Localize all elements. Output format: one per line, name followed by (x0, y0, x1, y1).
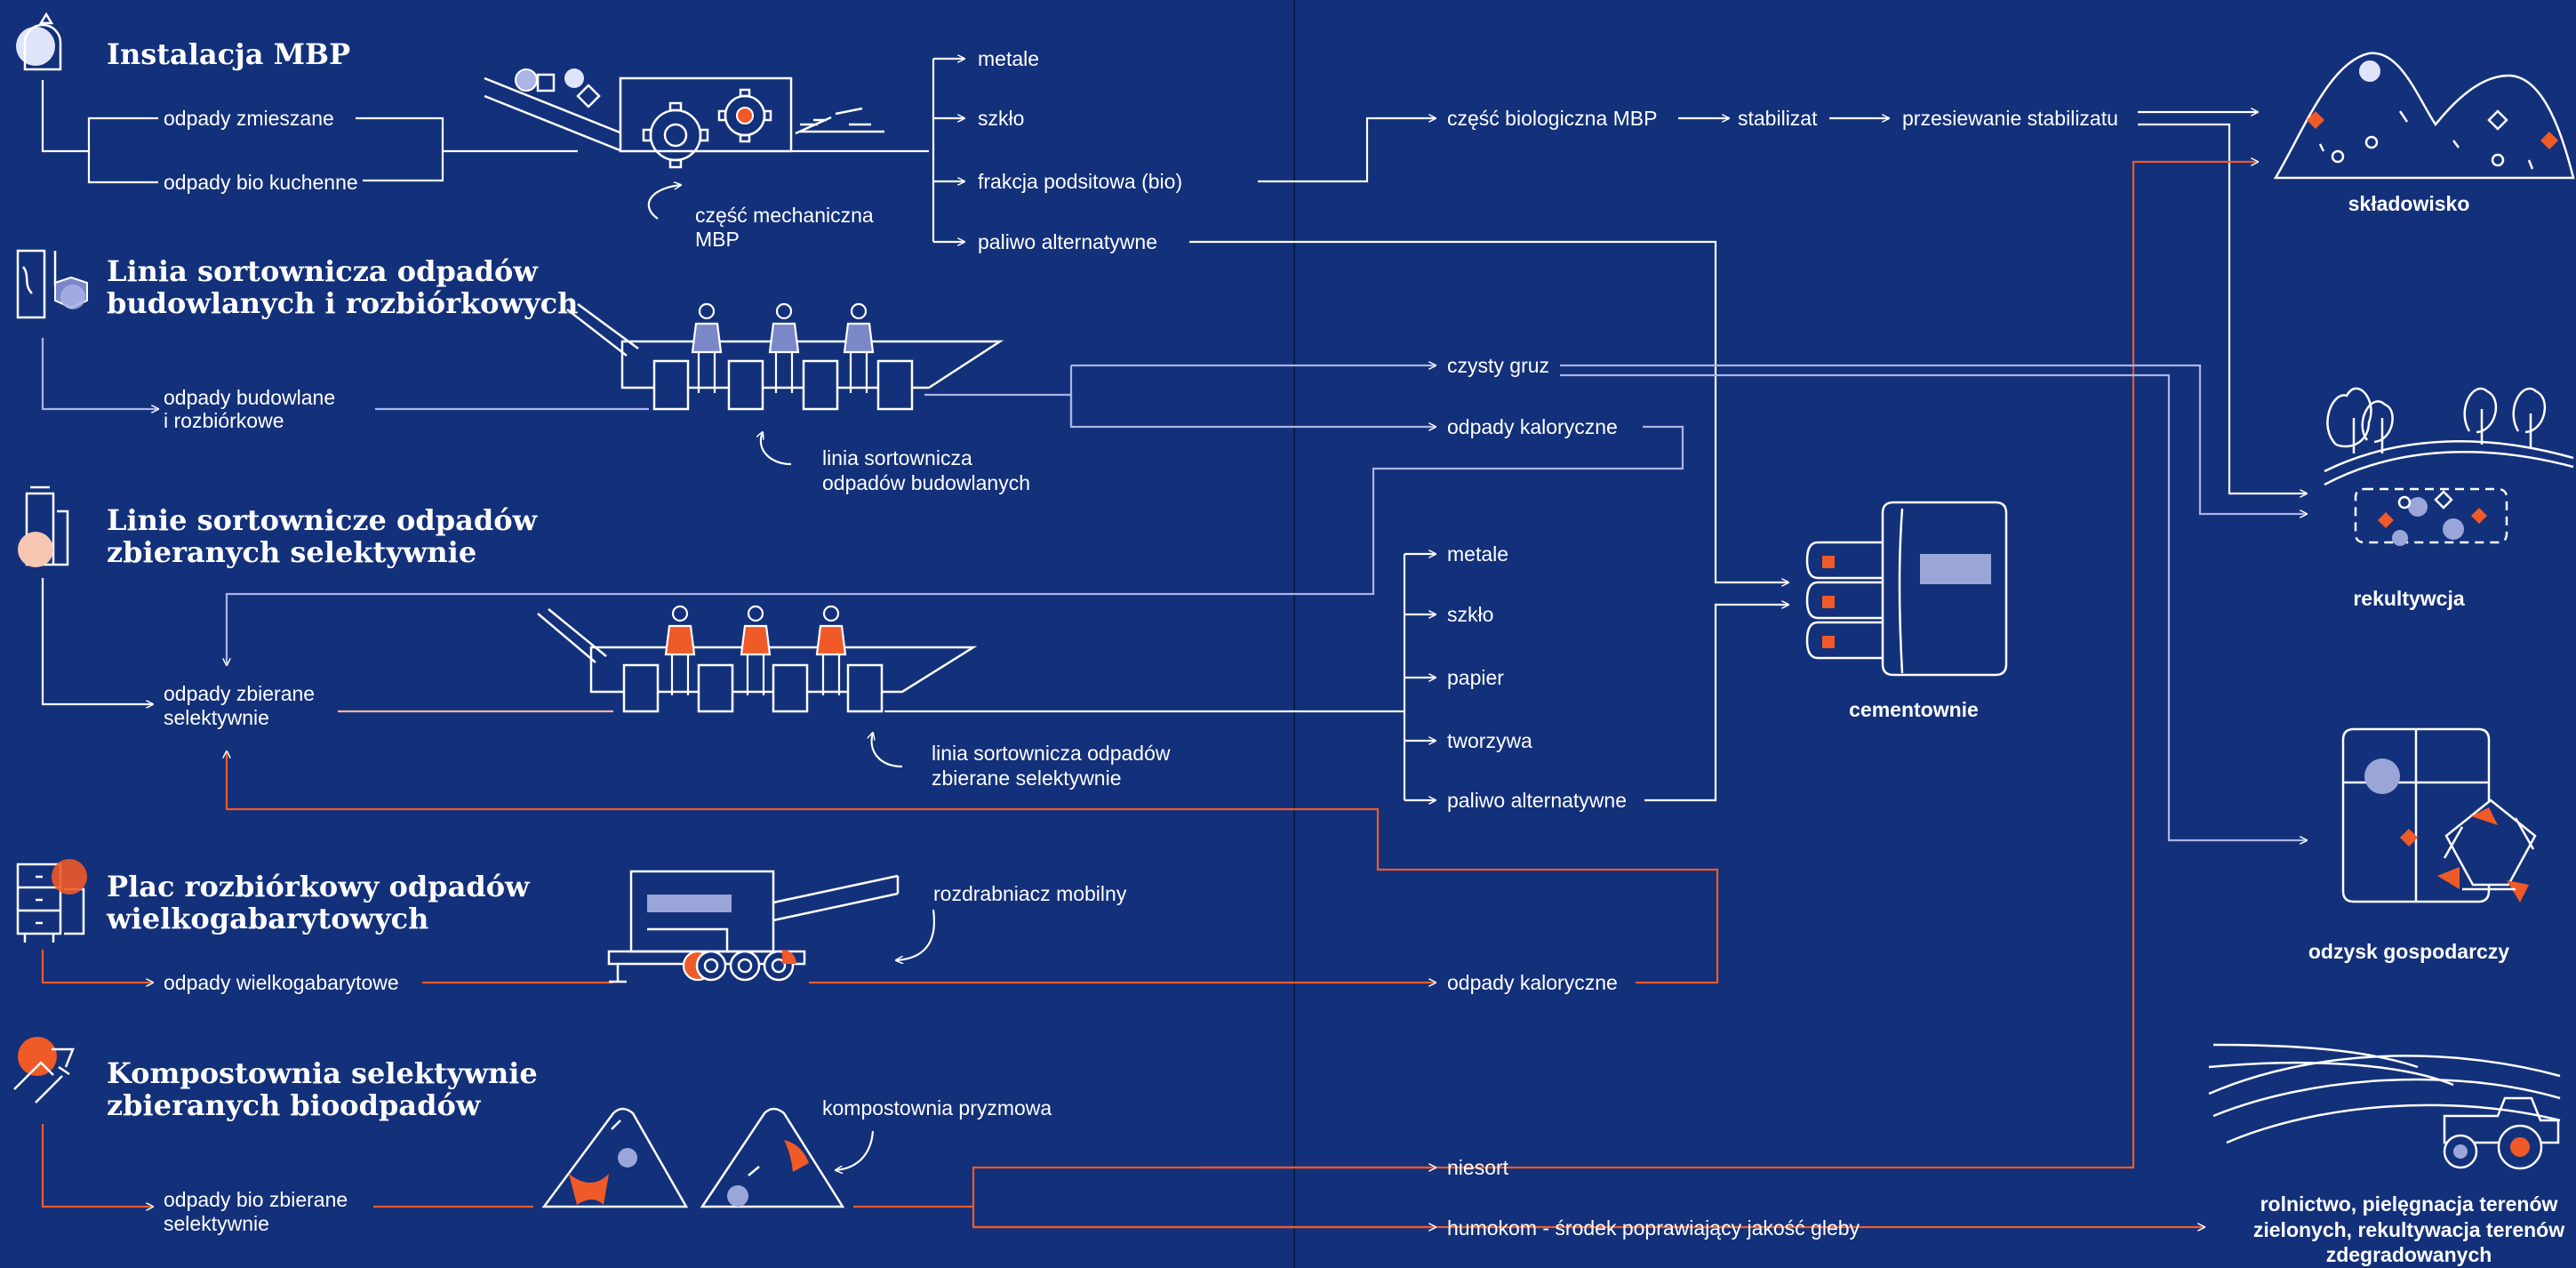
selective-output-tworzywa: tworzywa (1447, 729, 1532, 752)
compost-input-1: odpady bio zbierane (164, 1188, 348, 1211)
bulky-output-kaloryczne: odpady kaloryczne (1447, 971, 1618, 994)
construction-output-kaloryczne: odpady kaloryczne (1447, 415, 1618, 438)
selective-output-papier: papier (1447, 666, 1504, 689)
construction-machine-label-2: odpadów budowlanych (822, 471, 1030, 494)
mbp-input-bio: odpady bio kuchenne (164, 171, 358, 194)
destination-agriculture: rolnictwo, pielęgnacja terenów zielonych… (2208, 1043, 2564, 1266)
compost-output-niesort: niesort (1447, 1156, 1509, 1179)
section-title-bulky-2: wielkogabarytowych (106, 902, 428, 935)
selective-sorting-line-illustration (537, 605, 978, 713)
selective-machine-label-1: linia sortownicza odpadów (932, 742, 1171, 765)
recycling-bags-icon (2341, 727, 2537, 903)
compost-machine-label: kompostownia pryzmowa (822, 1096, 1052, 1120)
section-compost: Kompostownia selektywnie zbieranych bioo… (13, 1037, 1860, 1240)
construction-input-1: odpady budowlane (164, 386, 335, 409)
cement-label: cementownie (1849, 698, 1979, 721)
compost-windrow-illustration (541, 1107, 845, 1208)
destination-economic: odzysk gospodarczy (2308, 727, 2537, 963)
construction-input-2: i rozbiórkowe (164, 409, 284, 432)
section-title-mbp: Instalacja MBP (107, 37, 350, 71)
construction-waste-icon (16, 249, 88, 319)
mbp-bio-part: część biologiczna MBP (1447, 107, 1658, 130)
selective-output-paliwo: paliwo alternatywne (1447, 789, 1627, 812)
economic-label: odzysk gospodarczy (2308, 940, 2509, 963)
shredder-illustration (607, 870, 900, 983)
landfill-label: składowisko (2348, 192, 2470, 215)
section-title-construction-2: budowlanych i rozbiórkowych (107, 286, 578, 320)
waste-plant-icon (16, 12, 62, 71)
landfill-icon (2273, 52, 2575, 180)
section-title-selective-1: Linie sortownicze odpadów (107, 503, 539, 537)
mbp-output-podsitowa: frakcja podsitowa (bio) (978, 170, 1182, 193)
reclamation-icon (2324, 387, 2574, 546)
destination-reclamation: rekultywcja (2324, 387, 2574, 610)
agriculture-label-3: zdegradowanych (2326, 1243, 2492, 1266)
mbp-machine-label-2: MBP (695, 228, 740, 251)
compost-output-humokom: humokom - środek poprawiający jakość gle… (1447, 1216, 1860, 1240)
section-mbp: Instalacja MBP odpady zmieszane odpady b… (16, 12, 2307, 494)
section-title-compost-1: Kompostownia selektywnie (107, 1056, 538, 1090)
destination-cement: cementownie (1805, 501, 2008, 721)
agriculture-label-2: zielonych, rekultywacja terenów (2253, 1218, 2564, 1241)
mbp-input-mixed: odpady zmieszane (164, 107, 334, 130)
mbp-output-metale: metale (978, 47, 1039, 70)
section-title-bulky-1: Plac rozbiórkowy odpadów (107, 870, 531, 903)
selective-machine-label-2: zbierane selektywnie (932, 766, 1122, 790)
construction-sorting-line-illustration (566, 302, 1004, 411)
compost-input-2: selektywnie (164, 1212, 269, 1235)
mbp-stabilizat: stabilizat (1738, 107, 1818, 130)
construction-machine-label-1: linia sortownicza (822, 446, 972, 469)
mbp-machine-illustration (484, 68, 884, 169)
mbp-machine-label-1: część mechaniczna (695, 204, 874, 227)
bulky-machine-label: rozdrabniacz mobilny (933, 882, 1127, 905)
agriculture-label-1: rolnictwo, pielęgnacja terenów (2260, 1192, 2558, 1216)
section-title-selective-2: zbieranych selektywnie (107, 535, 476, 569)
compost-icon (13, 1037, 75, 1103)
section-selective: Linie sortownicze odpadów zbieranych sel… (18, 486, 1627, 812)
section-bulky: Plac rozbiórkowy odpadów wielkogabarytow… (16, 751, 1719, 994)
selective-output-szklo: szkło (1447, 603, 1493, 626)
selective-input-1: odpady zbierane (164, 682, 315, 705)
reclamation-label: rekultywcja (2353, 587, 2464, 610)
section-title-compost-2: zbieranych bioodpadów (107, 1088, 482, 1122)
section-construction: Linia sortownicza odpadów budowlanych i … (16, 249, 2307, 840)
section-title-construction-1: Linia sortownicza odpadów (107, 254, 539, 288)
bottle-sorting-icon (18, 486, 69, 567)
mbp-output-paliwo: paliwo alternatywne (978, 230, 1157, 253)
construction-output-gruz: czysty gruz (1447, 354, 1549, 377)
tractor-field-icon (2208, 1043, 2561, 1170)
mbp-output-szklo: szkło (978, 107, 1024, 130)
selective-output-metale: metale (1447, 542, 1508, 566)
bulky-input: odpady wielkogabarytowe (164, 971, 399, 994)
cement-bags-icon (1805, 501, 2008, 677)
mbp-screening: przesiewanie stabilizatu (1902, 107, 2118, 130)
selective-input-2: selektywnie (164, 706, 269, 729)
furniture-icon (16, 859, 87, 943)
destination-landfill: składowisko (2273, 52, 2575, 215)
